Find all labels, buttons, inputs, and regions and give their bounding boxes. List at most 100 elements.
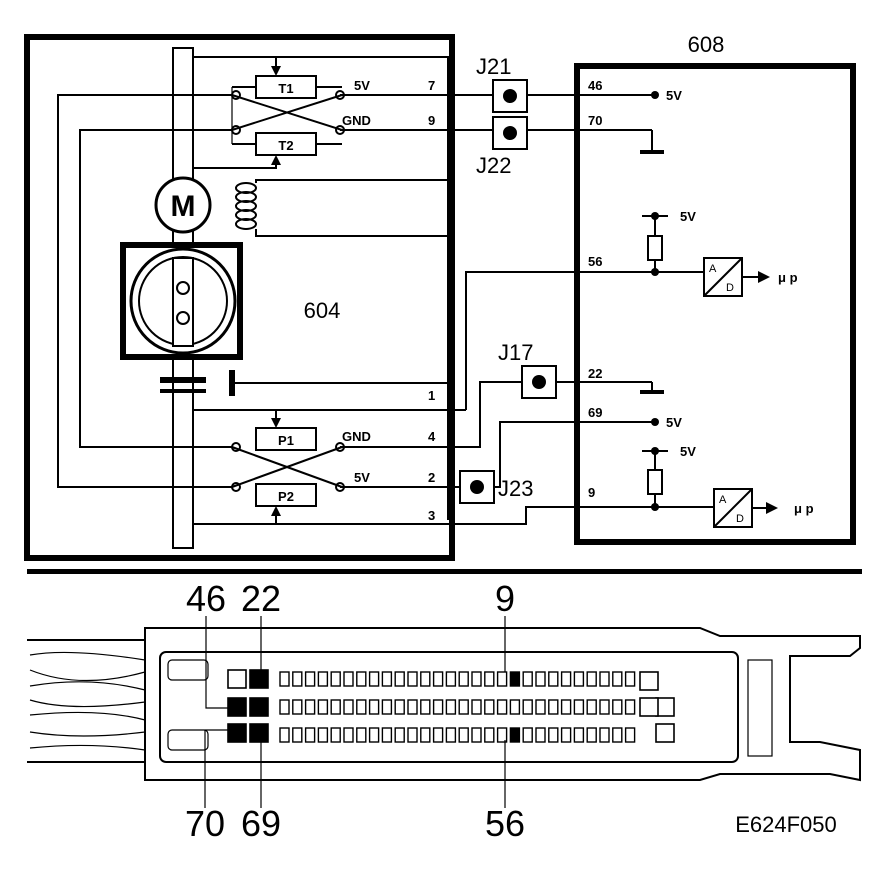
large-pin-socket: [249, 723, 269, 743]
coil-symbol: [235, 179, 448, 237]
pin-socket: [573, 671, 585, 687]
p1-gnd-label: GND: [342, 429, 371, 444]
pin-socket: [407, 727, 418, 743]
pin-socket: [356, 699, 367, 715]
pin-socket: [599, 671, 610, 687]
pin-socket: [624, 699, 636, 715]
unit-pin-9: 9: [428, 113, 435, 128]
pin-socket: [292, 727, 303, 743]
module-pin-70: 70: [588, 113, 602, 128]
pullup-resistor-1: [647, 235, 663, 261]
pin-socket: [612, 699, 623, 715]
pin-socket: [458, 727, 469, 743]
svg-text:D: D: [726, 282, 734, 294]
pin-socket: [496, 699, 508, 715]
pin-socket: [573, 699, 585, 715]
pin-socket: [599, 727, 610, 743]
pin-socket: [343, 671, 354, 687]
resistor-p2: [255, 483, 317, 507]
pin-socket: [586, 727, 597, 743]
unit-604-label: 604: [304, 298, 341, 323]
pin-socket: [458, 671, 469, 687]
large-pin-socket: [227, 697, 247, 717]
j21-label: J21: [476, 54, 511, 79]
pin-socket: [343, 727, 354, 743]
pin-socket: [548, 671, 559, 687]
pin-socket: [535, 699, 546, 715]
figure-code: E624F050: [735, 812, 837, 837]
section-divider: [27, 569, 862, 574]
pin-socket: [356, 671, 367, 687]
pin-socket: [317, 671, 329, 687]
pin-socket: [509, 699, 521, 715]
pin-socket: [612, 671, 623, 687]
t2-gnd-label: GND: [342, 113, 371, 128]
pin-socket: [420, 727, 431, 743]
unit-pin-3: 3: [428, 508, 435, 523]
pin-socket: [484, 727, 495, 743]
motor-label: M: [171, 190, 196, 223]
connectors: J21 J22 J17 J23: [459, 54, 557, 504]
pin-socket: [586, 671, 597, 687]
pin-socket: [612, 727, 623, 743]
pin-socket: [368, 671, 380, 687]
pin-socket: [471, 671, 482, 687]
pin-socket: [317, 699, 329, 715]
pin-socket: [548, 727, 559, 743]
pin-socket: [560, 699, 572, 715]
pin-socket: [356, 727, 367, 743]
pullup-resistor-2: [647, 469, 663, 495]
module-pin-22: 22: [588, 366, 602, 381]
pin-socket: [432, 671, 444, 687]
pin-socket: [381, 671, 393, 687]
pin-socket: [279, 671, 290, 687]
unit-pin-2: 2: [428, 470, 435, 485]
pin-socket: [292, 671, 303, 687]
throttle-unit-604: M T1 T2: [24, 34, 520, 561]
adc2-5v-label: 5V: [680, 444, 696, 459]
control-module-608: 608 46 5V 70 5V 56 A D μ p 22 69 5V 5V: [574, 32, 856, 545]
module-608-label: 608: [688, 32, 725, 57]
resistor-p1: [255, 427, 317, 451]
pin-socket: [445, 699, 457, 715]
svg-text:D: D: [736, 513, 744, 525]
adc2-output-label: μ p: [794, 501, 814, 516]
module-pin-69: 69: [588, 405, 602, 420]
motor-symbol: [154, 176, 212, 234]
pin-socket: [381, 727, 393, 743]
pin-socket: [394, 671, 405, 687]
unit-pin-7: 7: [428, 78, 435, 93]
pin-socket: [496, 727, 508, 743]
module-608-frame: [574, 63, 856, 545]
pin-socket: [560, 727, 572, 743]
pin-socket: [368, 699, 380, 715]
pin-socket: [317, 727, 329, 743]
pin-socket: [394, 727, 405, 743]
svg-text:A: A: [709, 263, 717, 275]
pin-socket: [445, 727, 457, 743]
label-pin-70: 70: [185, 803, 225, 844]
pin-socket: [496, 671, 508, 687]
pin-socket: [522, 727, 533, 743]
pin-socket: [445, 671, 457, 687]
connector-view: 46 22 9 70 69 56: [27, 578, 861, 844]
pin-socket: [343, 699, 354, 715]
pin46-5v-label: 5V: [666, 88, 682, 103]
adc1-output-label: μ p: [778, 270, 798, 285]
pin-socket: [304, 671, 316, 687]
pin-socket: [624, 727, 636, 743]
large-pin-socket: [249, 697, 269, 717]
pin-socket: [535, 671, 546, 687]
pin-socket: [330, 727, 341, 743]
large-pin-socket: [655, 723, 675, 743]
svg-text:A: A: [719, 494, 727, 506]
pin-socket: [407, 699, 418, 715]
large-pin-socket: [639, 697, 659, 717]
pin-socket: [484, 671, 495, 687]
t1-5v-label: 5V: [354, 78, 370, 93]
pin-socket: [420, 699, 431, 715]
pin-socket: [381, 699, 393, 715]
unit-604-frame: [24, 34, 455, 561]
pin-socket: [330, 699, 341, 715]
